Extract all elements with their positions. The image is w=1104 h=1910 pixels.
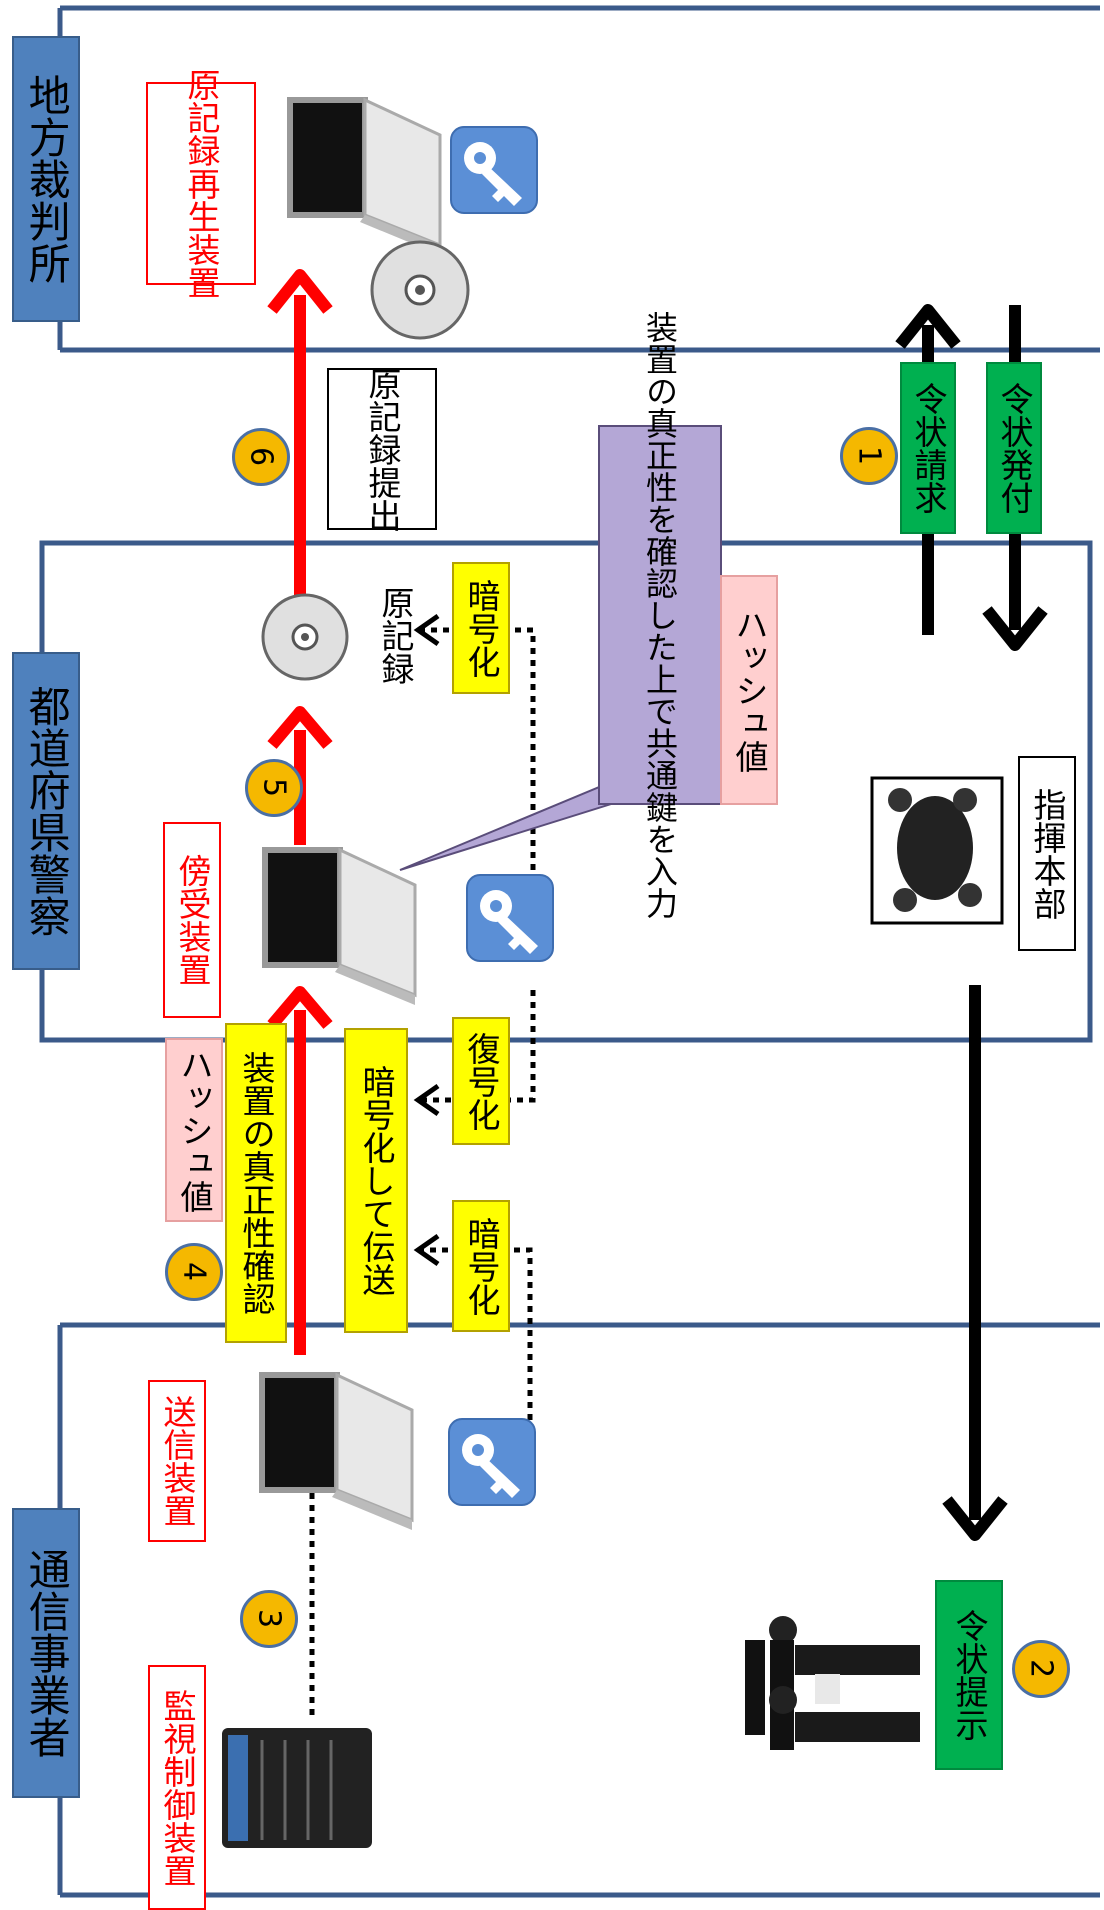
- step-1-badge: 1: [840, 427, 898, 485]
- red-arrow-4: [267, 986, 333, 1355]
- decrypt-label: 復号化: [452, 1017, 510, 1145]
- transmit-encrypted-label: 暗号化して伝送: [344, 1028, 408, 1333]
- people-icon: [870, 776, 1004, 925]
- hash-value-label-police: ハッシュ値: [720, 575, 778, 805]
- key-icon: [448, 1418, 536, 1506]
- laptop-icon: [259, 1372, 414, 1530]
- disc-icon: [370, 240, 470, 340]
- hash-value-label-transmission: ハッシュ値: [165, 1038, 223, 1222]
- step-4-badge: 4: [165, 1243, 223, 1301]
- encrypt-record-label: 暗号化: [452, 562, 510, 694]
- playback-device-label: 原記録再生装置: [146, 68, 256, 299]
- laptop-icon: [262, 847, 417, 1005]
- step-5-badge: 5: [245, 759, 303, 817]
- warrant-present-arrow: [942, 985, 1008, 1541]
- people-icon: [745, 1616, 920, 1750]
- step-3-badge: 3: [240, 1590, 298, 1648]
- warrant-request-label: 令状請求: [900, 362, 956, 534]
- server-icon: [222, 1728, 372, 1848]
- warrant-issue-label: 令状発付: [986, 362, 1042, 534]
- callout-box: 装置の真正性を確認した上で共通鍵を入力: [598, 311, 722, 919]
- key-icon: [466, 874, 554, 962]
- verify-device-label: 装置の真正性確認: [225, 1023, 287, 1343]
- monitor-device-label: 監視制御装置: [148, 1665, 206, 1910]
- dotted-arrowhead-encrypt-sender: [413, 1233, 440, 1267]
- zone-title-carrier: 通信事業者: [12, 1508, 80, 1798]
- zone-title-police: 都道府県警察: [12, 652, 80, 970]
- step-6-badge: 6: [232, 428, 290, 486]
- warrant-present-label: 令状提示: [935, 1580, 1003, 1770]
- zone-title-court: 地方裁判所: [12, 36, 80, 322]
- disc-icon: [261, 593, 349, 681]
- dotted-arrowhead-decrypt: [413, 1083, 440, 1117]
- red-arrow-6: [267, 269, 333, 595]
- submit-record-label: 原記録提出: [327, 367, 437, 532]
- key-icon: [450, 126, 538, 214]
- dotted-arrowhead-encrypt-record: [413, 613, 440, 647]
- laptop-icon: [287, 97, 442, 255]
- receiver-device-label: 傍受装置: [163, 822, 221, 1018]
- sender-device-label: 送信装置: [148, 1380, 206, 1542]
- step-2-badge: 2: [1012, 1640, 1070, 1698]
- hq-label: 指揮本部: [1018, 756, 1076, 951]
- original-record-label: 原記録: [375, 585, 415, 685]
- encrypt-sender-label: 暗号化: [452, 1200, 510, 1332]
